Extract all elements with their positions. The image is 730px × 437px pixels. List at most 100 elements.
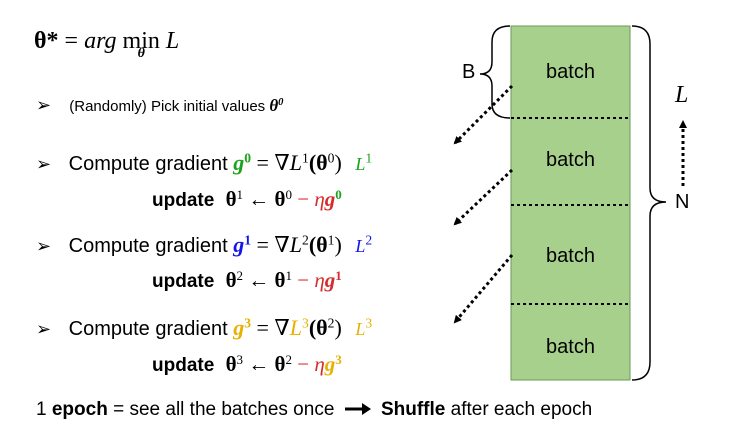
g: g (233, 315, 245, 340)
batch-label: batch (546, 336, 595, 358)
g: g (324, 352, 336, 376)
theta: θ (225, 187, 237, 211)
min-operator: min θ (123, 28, 160, 61)
nabla: = ∇ (256, 315, 290, 340)
theta: θ (274, 352, 286, 376)
footer-one: 1 (36, 399, 47, 420)
close: ) (334, 232, 342, 257)
step-3-gradient: ➢ Compute gradient g3 = ∇L3(θ2) L3 (36, 315, 372, 341)
batch-loss-tag: L (355, 236, 366, 256)
sup: 2 (302, 232, 309, 248)
sup: 3 (335, 351, 342, 367)
sup: 1 (365, 150, 373, 166)
min-subscript: θ (137, 46, 145, 61)
right-arrow-icon (344, 400, 372, 415)
eta: η (314, 187, 325, 211)
step-init: ➢ (Randomly) Pick initial values θ0 (36, 95, 283, 116)
sup: 0 (327, 150, 335, 166)
arg: (θ (308, 315, 328, 340)
gradient-formula: g0 = ∇L1(θ0) L1 (233, 150, 372, 175)
step-1-gradient: ➢ Compute gradient g0 = ∇L1(θ0) L1 (36, 150, 372, 176)
minus: − (297, 268, 310, 292)
sup: 3 (365, 315, 373, 331)
batch-column (510, 25, 631, 381)
bullet-icon: ➢ (36, 319, 52, 339)
bullet-icon: ➢ (36, 95, 52, 115)
minus: − (297, 352, 310, 376)
footer-shuffle: Shuffle (380, 399, 446, 420)
compute-gradient-label: Compute gradient (68, 235, 228, 257)
theta: θ (274, 268, 286, 292)
arg: (θ (308, 232, 328, 257)
g: g (324, 268, 336, 292)
L: L (289, 232, 303, 257)
update-formula: θ2 ← θ1 − ηg1 (226, 268, 342, 292)
arg-text: arg (84, 28, 117, 54)
update-label: update (152, 271, 215, 292)
left-arrow-icon: ← (248, 187, 270, 211)
minus: − (297, 187, 310, 211)
sup: 2 (327, 315, 335, 331)
theta-star: θ* (34, 28, 59, 54)
eta: η (314, 268, 325, 292)
footer-rest: = see all the batches once (113, 399, 335, 420)
sup: 0 (285, 186, 293, 202)
brace-label-n: N (675, 191, 690, 213)
arrow-shape (344, 403, 371, 415)
sup: 1 (302, 150, 309, 166)
step-2-gradient: ➢ Compute gradient g1 = ∇L2(θ1) L2 (36, 232, 372, 258)
theta: θ (225, 352, 237, 376)
g: g (233, 150, 245, 175)
close: ) (334, 315, 342, 340)
nabla: = ∇ (256, 150, 290, 175)
init-theta: θ0 (269, 96, 283, 115)
sup: 2 (236, 267, 244, 283)
gradient-formula: g1 = ∇L2(θ1) L2 (233, 232, 372, 257)
footer-note: 1 epoch = see all the batches once Shuff… (36, 399, 592, 421)
g: g (324, 187, 336, 211)
update-label: update (152, 190, 215, 211)
arg: (θ (308, 150, 328, 175)
batch-3-arrow (453, 254, 514, 324)
sup: 0 (335, 186, 342, 202)
sup: 3 (236, 351, 244, 367)
footer-after: after each epoch (450, 399, 593, 420)
update-formula: θ1 ← θ0 − ηg0 (226, 187, 342, 211)
step-1-update: update θ1 ← θ0 − ηg0 (152, 187, 342, 212)
sup: 1 (335, 267, 342, 283)
theta: θ (269, 96, 279, 115)
sup: 1 (285, 267, 293, 283)
compute-gradient-label: Compute gradient (68, 318, 228, 340)
compute-gradient-label: Compute gradient (68, 153, 228, 175)
theta: θ (225, 268, 237, 292)
sup: 2 (365, 232, 373, 248)
sup: 1 (236, 186, 244, 202)
gradient-formula: g3 = ∇L3(θ2) L3 (233, 315, 372, 340)
left-arrow-icon: ← (248, 352, 270, 376)
L: L (289, 150, 303, 175)
objective-formula: θ* = arg min θ L (34, 28, 179, 61)
L: L (289, 315, 303, 340)
step-2-update: update θ2 ← θ1 − ηg1 (152, 268, 342, 293)
sup: 3 (244, 315, 252, 331)
equals-sign: = (64, 28, 79, 54)
batch-label: batch (546, 245, 595, 267)
bullet-icon: ➢ (36, 154, 52, 174)
dataset-size-brace (631, 25, 667, 381)
loss-axis-label: L (675, 82, 689, 108)
batch-2-arrow (453, 168, 514, 226)
sup: 2 (285, 351, 293, 367)
sup: 1 (244, 232, 252, 248)
left-arrow-icon: ← (248, 268, 270, 292)
sup: 0 (278, 97, 284, 109)
sup: 1 (327, 232, 335, 248)
batch-1-arrow (453, 84, 514, 145)
sup: 3 (302, 315, 309, 331)
batch-size-brace (479, 25, 511, 119)
close: ) (334, 150, 342, 175)
batch-loss-tag: L (355, 154, 366, 174)
g: g (233, 232, 245, 257)
init-text: (Randomly) Pick initial values (69, 98, 266, 115)
batch-loss-tag: L (355, 319, 366, 339)
